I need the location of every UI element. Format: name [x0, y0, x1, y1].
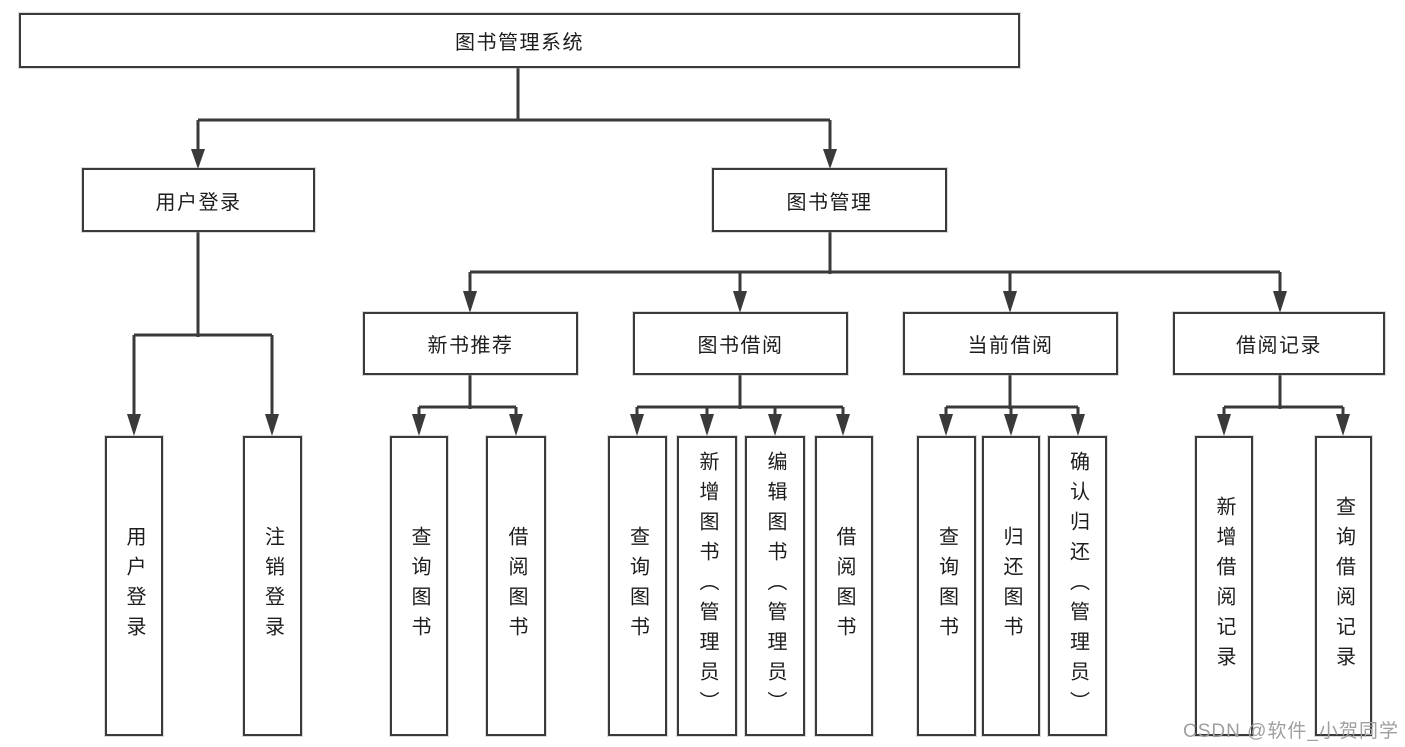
- leaf-borrow-books-borrow: 借阅图书: [815, 436, 873, 736]
- arrowhead-icon-recommend-leaves: [412, 414, 523, 436]
- leaf-add-borrow-record: 新增借阅记录: [1195, 436, 1253, 736]
- connector-borrowing-records: [1222, 375, 1345, 416]
- node-book-borrowing: 图书借阅: [633, 312, 848, 375]
- node-new-book-recommendation-label: 新书推荐: [427, 335, 514, 357]
- leaf-add-borrow-record-label: 新增借阅记录: [1213, 496, 1235, 676]
- leaf-user-login: 用户登录: [105, 436, 163, 736]
- arrowhead-icon-records-leaves: [1217, 414, 1350, 436]
- node-current-borrowing-label: 当前借阅: [967, 335, 1054, 357]
- leaf-query-books-recommend-label: 查询图书: [408, 526, 430, 646]
- node-book-management-label: 图书管理: [786, 191, 873, 214]
- node-library-management-system-label: 图书管理系统: [455, 32, 584, 54]
- connector-book-borrowing: [635, 375, 845, 416]
- connector-user-login: [132, 232, 274, 416]
- arrowhead-icon-user-login-leaves: [127, 414, 279, 436]
- leaf-borrow-books-borrow-label: 借阅图书: [833, 526, 855, 646]
- connector-root: [196, 68, 832, 151]
- arrowhead-icon-borrow-leaves: [630, 414, 850, 436]
- csdn-watermark: CSDN @软件_小贺同学: [1183, 721, 1399, 742]
- leaf-query-borrow-record-label: 查询借阅记录: [1332, 496, 1355, 676]
- leaf-add-book-admin-label: 新增图书（管理员）: [696, 451, 718, 721]
- leaf-query-books-recommend: 查询图书: [390, 436, 448, 736]
- leaf-query-books-borrow-label: 查询图书: [626, 526, 649, 646]
- leaf-user-login-label: 用户登录: [123, 526, 145, 646]
- leaf-borrow-books-recommend: 借阅图书: [486, 436, 546, 736]
- leaf-query-books-current: 查询图书: [917, 436, 976, 736]
- leaf-confirm-return-admin: 确认归还（管理员）: [1048, 436, 1107, 736]
- node-current-borrowing: 当前借阅: [903, 312, 1118, 375]
- leaf-edit-book-admin: 编辑图书（管理员）: [745, 436, 805, 736]
- node-library-management-system: 图书管理系统: [19, 13, 1020, 68]
- node-book-management: 图书管理: [712, 168, 947, 232]
- leaf-query-borrow-record: 查询借阅记录: [1315, 436, 1372, 736]
- leaf-edit-book-admin-label: 编辑图书（管理员）: [764, 451, 786, 721]
- connector-new-book-recommendation: [417, 375, 518, 416]
- leaf-logout-label: 注销登录: [261, 526, 284, 646]
- arrowhead-icon-current-leaves: [939, 414, 1085, 436]
- node-borrowing-records-label: 借阅记录: [1236, 335, 1322, 357]
- node-book-borrowing-label: 图书借阅: [697, 335, 784, 357]
- node-user-login-label: 用户登录: [155, 191, 242, 214]
- leaf-query-books-borrow: 查询图书: [608, 436, 667, 736]
- leaf-borrow-books-recommend-label: 借阅图书: [505, 526, 527, 646]
- arrowhead-icon-level2: [191, 149, 837, 169]
- node-user-login: 用户登录: [82, 168, 315, 232]
- leaf-query-books-current-label: 查询图书: [935, 526, 958, 646]
- connector-current-borrowing: [944, 375, 1080, 416]
- connector-book-management: [468, 232, 1282, 293]
- leaf-return-books: 归还图书: [982, 436, 1040, 736]
- leaf-return-books-label: 归还图书: [1000, 526, 1022, 646]
- arrowhead-icon-level3: [463, 291, 1287, 313]
- node-new-book-recommendation: 新书推荐: [363, 312, 578, 375]
- leaf-logout: 注销登录: [243, 436, 302, 736]
- node-borrowing-records: 借阅记录: [1173, 312, 1385, 375]
- leaf-confirm-return-admin-label: 确认归还（管理员）: [1066, 451, 1089, 721]
- leaf-add-book-admin: 新增图书（管理员）: [677, 436, 737, 736]
